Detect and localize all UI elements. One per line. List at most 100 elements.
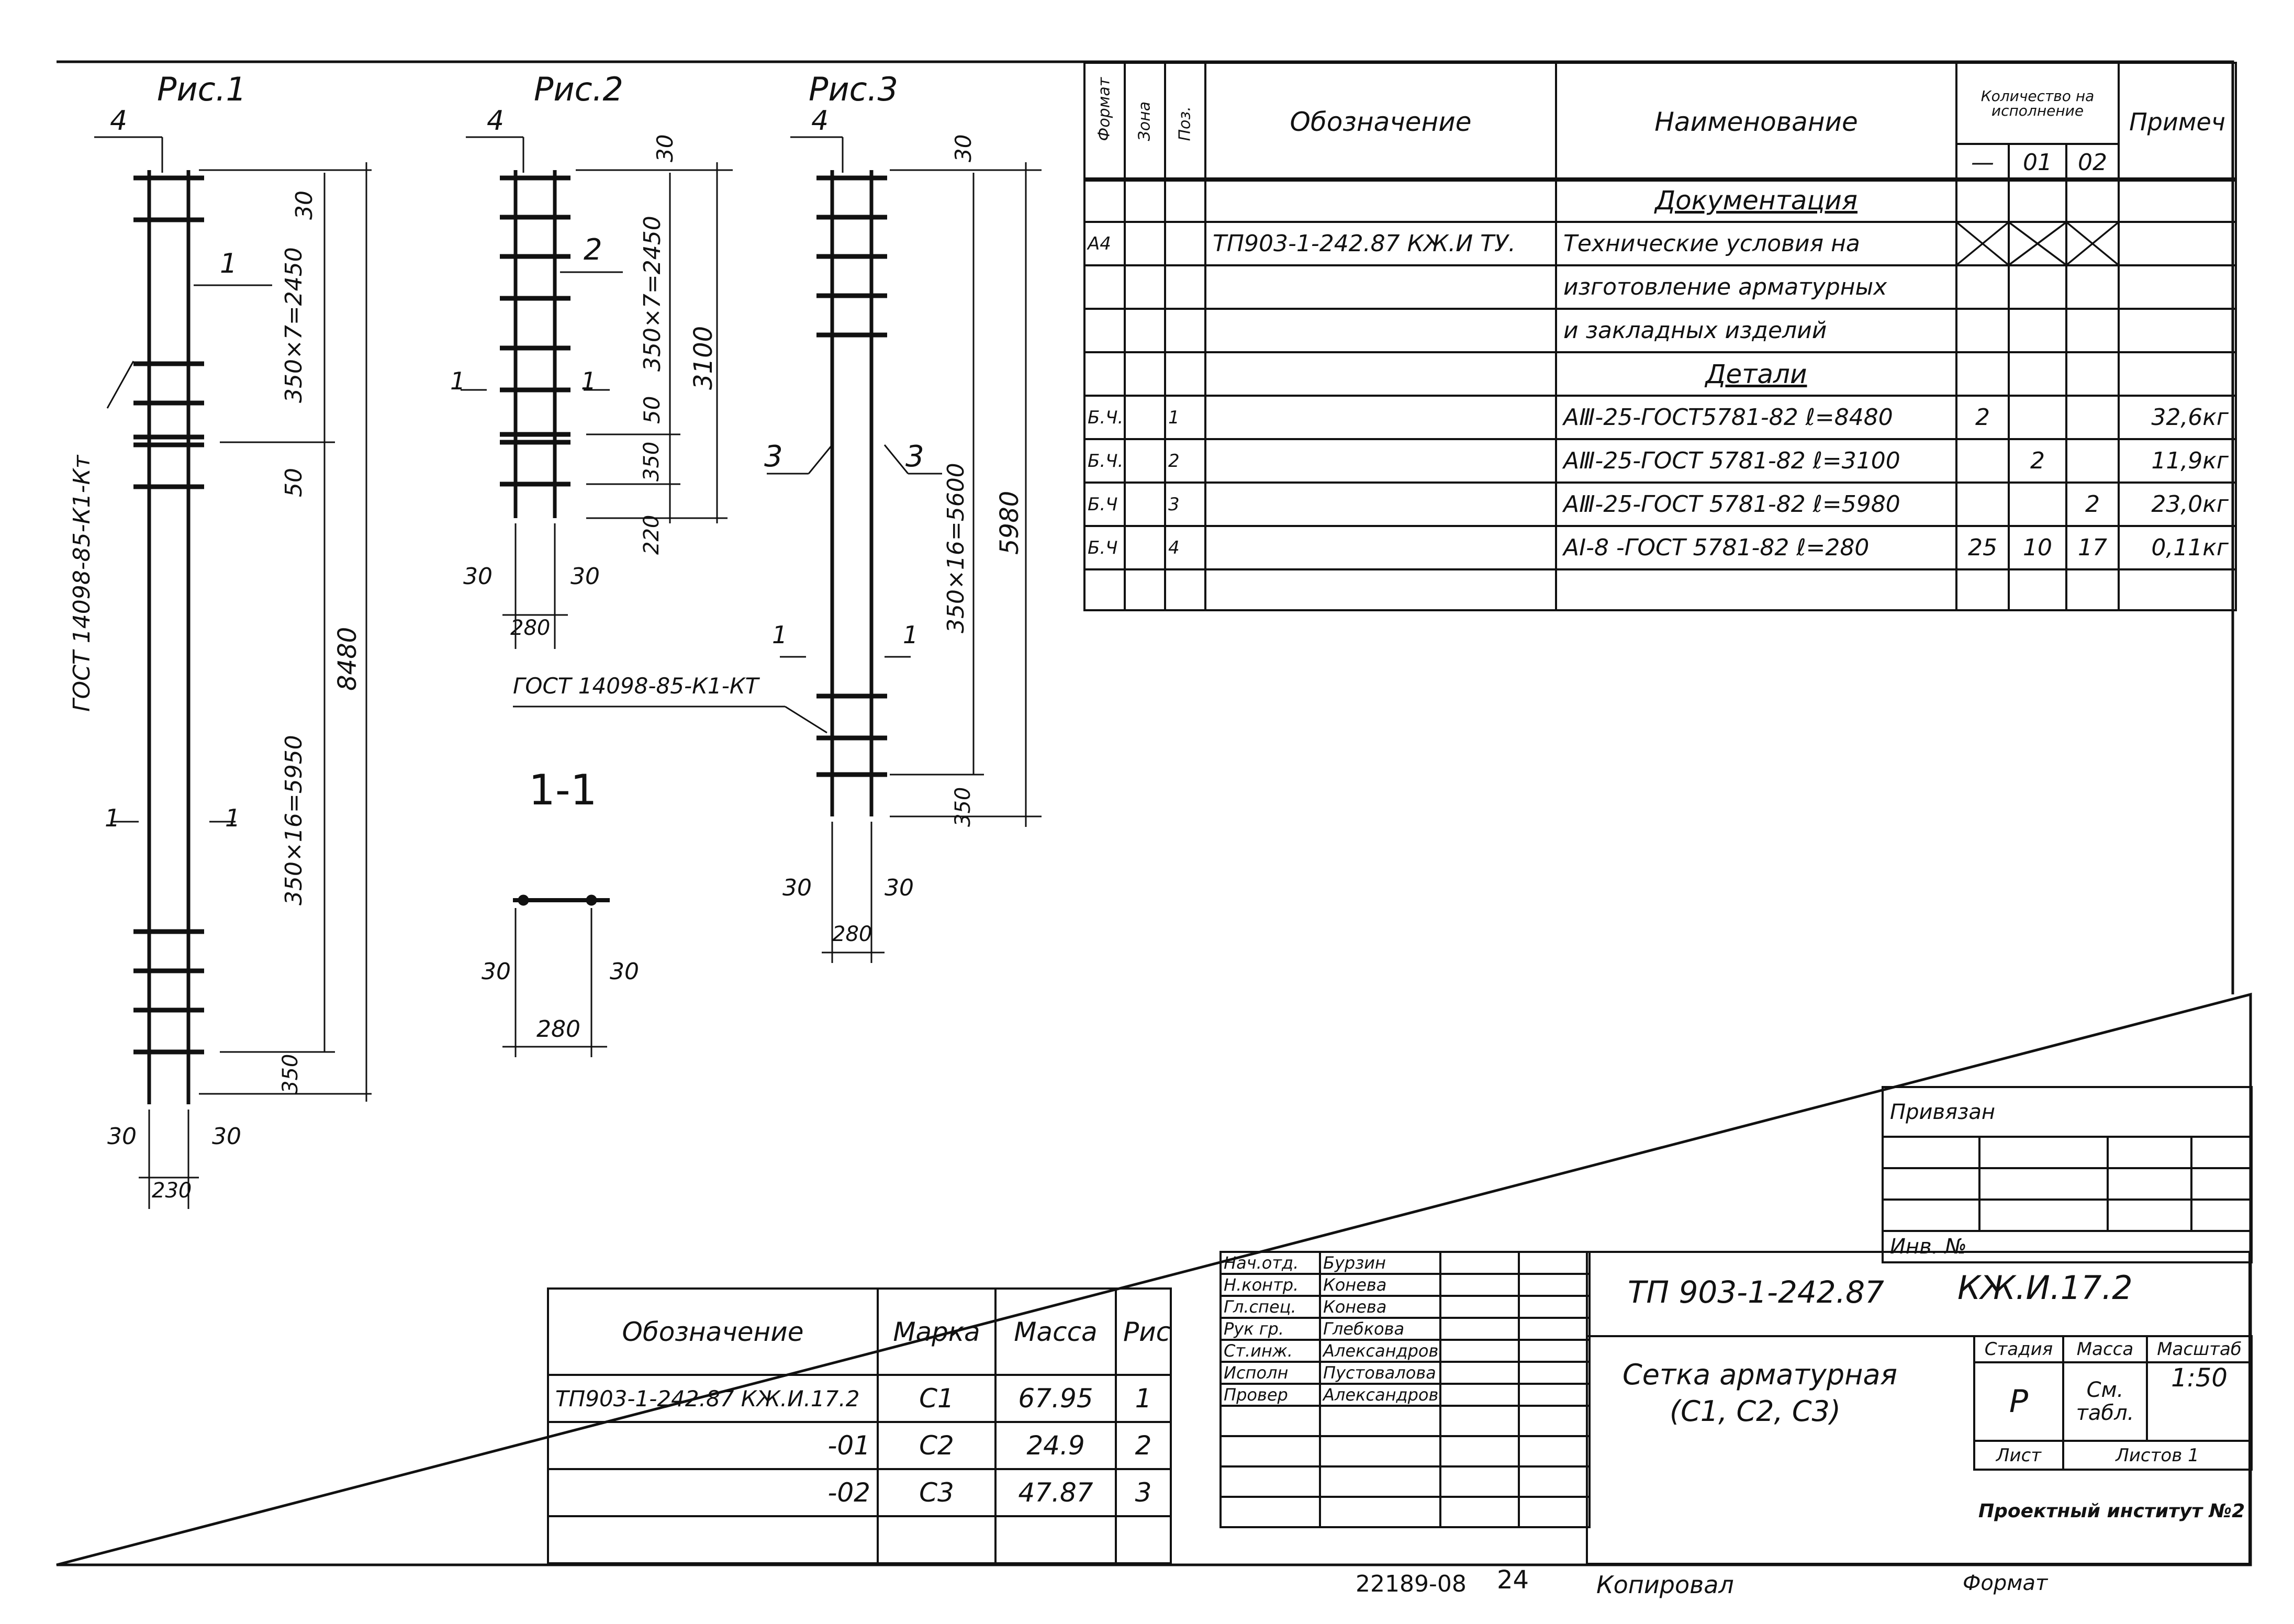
fig3-pos-top: 4 bbox=[811, 105, 829, 137]
sheet-label: Лист bbox=[1973, 1440, 2064, 1471]
table-row: Н.контр.Конева bbox=[1219, 1273, 1591, 1297]
fig1-dim-mid: 50 bbox=[281, 468, 307, 497]
spec-cell-designation bbox=[1204, 438, 1557, 484]
fig3-weld-note: ГОСТ 14098-85-К1-КТ bbox=[513, 673, 759, 699]
stage-table: Стадия Масса Масштаб Р См. табл. 1:50 Ли… bbox=[1973, 1335, 2253, 1471]
fig1-sect-right: 1 bbox=[225, 804, 241, 832]
spec-cell-zone bbox=[1124, 221, 1166, 266]
fig3-dim-top: 30 bbox=[950, 134, 976, 162]
spec-cell-note bbox=[2118, 351, 2237, 397]
signer-cell bbox=[1439, 1361, 1520, 1385]
spec-cell-q0 bbox=[1955, 177, 2010, 223]
spec-cell-designation: ТП903-1-242.87 КЖ.И ТУ. bbox=[1204, 221, 1557, 266]
spec-header-row: Формат Зона Поз. Обозначение Наименовани… bbox=[1083, 62, 2237, 182]
fig2-dim-350: 350 bbox=[640, 441, 664, 481]
signer-cell bbox=[1439, 1383, 1520, 1407]
fig1-dim-total: 8480 bbox=[333, 626, 362, 691]
fig2-sect-left: 1 bbox=[450, 367, 466, 395]
spec-cell-q0 bbox=[1955, 438, 2010, 484]
spec-cell-q2 bbox=[2065, 177, 2120, 223]
binding-inv: Инв. № bbox=[1881, 1230, 2253, 1263]
signer-name: Конева bbox=[1319, 1273, 1441, 1297]
footer-format: Формат bbox=[1963, 1571, 2048, 1595]
spec-cell-q2 bbox=[2065, 264, 2120, 310]
fig2-mesh bbox=[500, 170, 570, 518]
signer-cell bbox=[1518, 1435, 1591, 1468]
mass-header-fig: Рис. bbox=[1115, 1287, 1172, 1376]
title-sub: (С1, С2, С3) bbox=[1670, 1395, 1841, 1428]
spec-cell-q1 bbox=[2008, 481, 2067, 527]
spec-header-name: Наименование bbox=[1555, 62, 1957, 182]
fig1-dims bbox=[94, 136, 372, 1209]
fig2-pos-top: 4 bbox=[487, 105, 505, 137]
spec-cell-designation bbox=[1204, 351, 1557, 397]
fig3-title: Рис.3 bbox=[809, 70, 898, 108]
spec-cell-q2: 2 bbox=[2065, 481, 2120, 527]
spec-cell-format bbox=[1083, 568, 1126, 611]
signer-name: Бурзин bbox=[1319, 1251, 1441, 1275]
table-row bbox=[1219, 1465, 1591, 1498]
spec-cell-q0: 25 bbox=[1955, 525, 2010, 570]
signer-cell bbox=[1518, 1251, 1591, 1275]
spec-cell-q1: 2 bbox=[2008, 438, 2067, 484]
signer-cell bbox=[1518, 1465, 1591, 1498]
spec-cell-zone bbox=[1124, 525, 1166, 570]
signer-cell bbox=[1219, 1496, 1321, 1528]
signer-cell bbox=[1518, 1383, 1591, 1407]
spec-cell-format: А4 bbox=[1083, 221, 1126, 266]
spec-cell-note bbox=[2118, 177, 2237, 223]
signer-role: Провер bbox=[1219, 1383, 1321, 1407]
spec-header-designation: Обозначение bbox=[1204, 62, 1557, 182]
signer-cell bbox=[1439, 1465, 1520, 1498]
mass-row-designation: -02 bbox=[547, 1468, 879, 1517]
binding-block: Привязан Инв. № bbox=[1881, 1086, 2253, 1263]
table-row: -01 С2 24.9 2 bbox=[547, 1421, 1172, 1470]
spec-cell-name bbox=[1555, 568, 1957, 611]
mass-value: См. табл. bbox=[2062, 1361, 2148, 1442]
fig2-dims bbox=[461, 136, 733, 649]
spec-cell-format: Б.Ч bbox=[1083, 481, 1126, 527]
spec-cell-q0 bbox=[1955, 264, 2010, 310]
frame-outline bbox=[56, 60, 2252, 1566]
spec-cell-q1 bbox=[2008, 395, 2067, 440]
spec-cell-format bbox=[1083, 351, 1126, 397]
mass-row-mark: С1 bbox=[877, 1374, 997, 1423]
fig2-dim-bottom: 220 bbox=[640, 514, 664, 555]
mass-row-fig: 3 bbox=[1115, 1468, 1172, 1517]
signer-name: Конева bbox=[1319, 1295, 1441, 1319]
table-row bbox=[1083, 568, 2237, 611]
table-row bbox=[1219, 1405, 1591, 1437]
spec-cell-note bbox=[2118, 568, 2237, 611]
signer-cell bbox=[1518, 1317, 1591, 1341]
spec-cell-q0 bbox=[1955, 351, 2010, 397]
spec-cell-note: 11,9кг bbox=[2118, 438, 2237, 484]
spec-cell-pos: 2 bbox=[1164, 438, 1206, 484]
mass-row-designation: -01 bbox=[547, 1421, 879, 1470]
spec-cell-designation bbox=[1204, 568, 1557, 611]
table-row: Гл.спец.Конева bbox=[1219, 1295, 1591, 1319]
table-row: Документация bbox=[1083, 177, 2237, 223]
spec-cell-note: 0,11кг bbox=[2118, 525, 2237, 570]
title-block-divider bbox=[1586, 1251, 2251, 1337]
fig3-pos-left: 3 bbox=[764, 440, 783, 474]
spec-cell-q1: 10 bbox=[2008, 525, 2067, 570]
fig2-title: Рис.2 bbox=[534, 70, 623, 108]
mass-header-mark: Марка bbox=[877, 1287, 997, 1376]
fig2-dim-width: 280 bbox=[510, 616, 551, 640]
fig1-title: Рис.1 bbox=[157, 70, 247, 108]
mass-header-designation: Обозначение bbox=[547, 1287, 879, 1376]
fig1-dim-upper: 350×7=2450 bbox=[281, 247, 307, 403]
spec-cell-note: 32,6кг bbox=[2118, 395, 2237, 440]
fig2-sect-right: 1 bbox=[581, 367, 597, 395]
signer-cell bbox=[1518, 1361, 1591, 1385]
signer-cell bbox=[1439, 1405, 1520, 1437]
signer-cell bbox=[1439, 1496, 1520, 1528]
signer-name: Глебкова bbox=[1319, 1317, 1441, 1341]
